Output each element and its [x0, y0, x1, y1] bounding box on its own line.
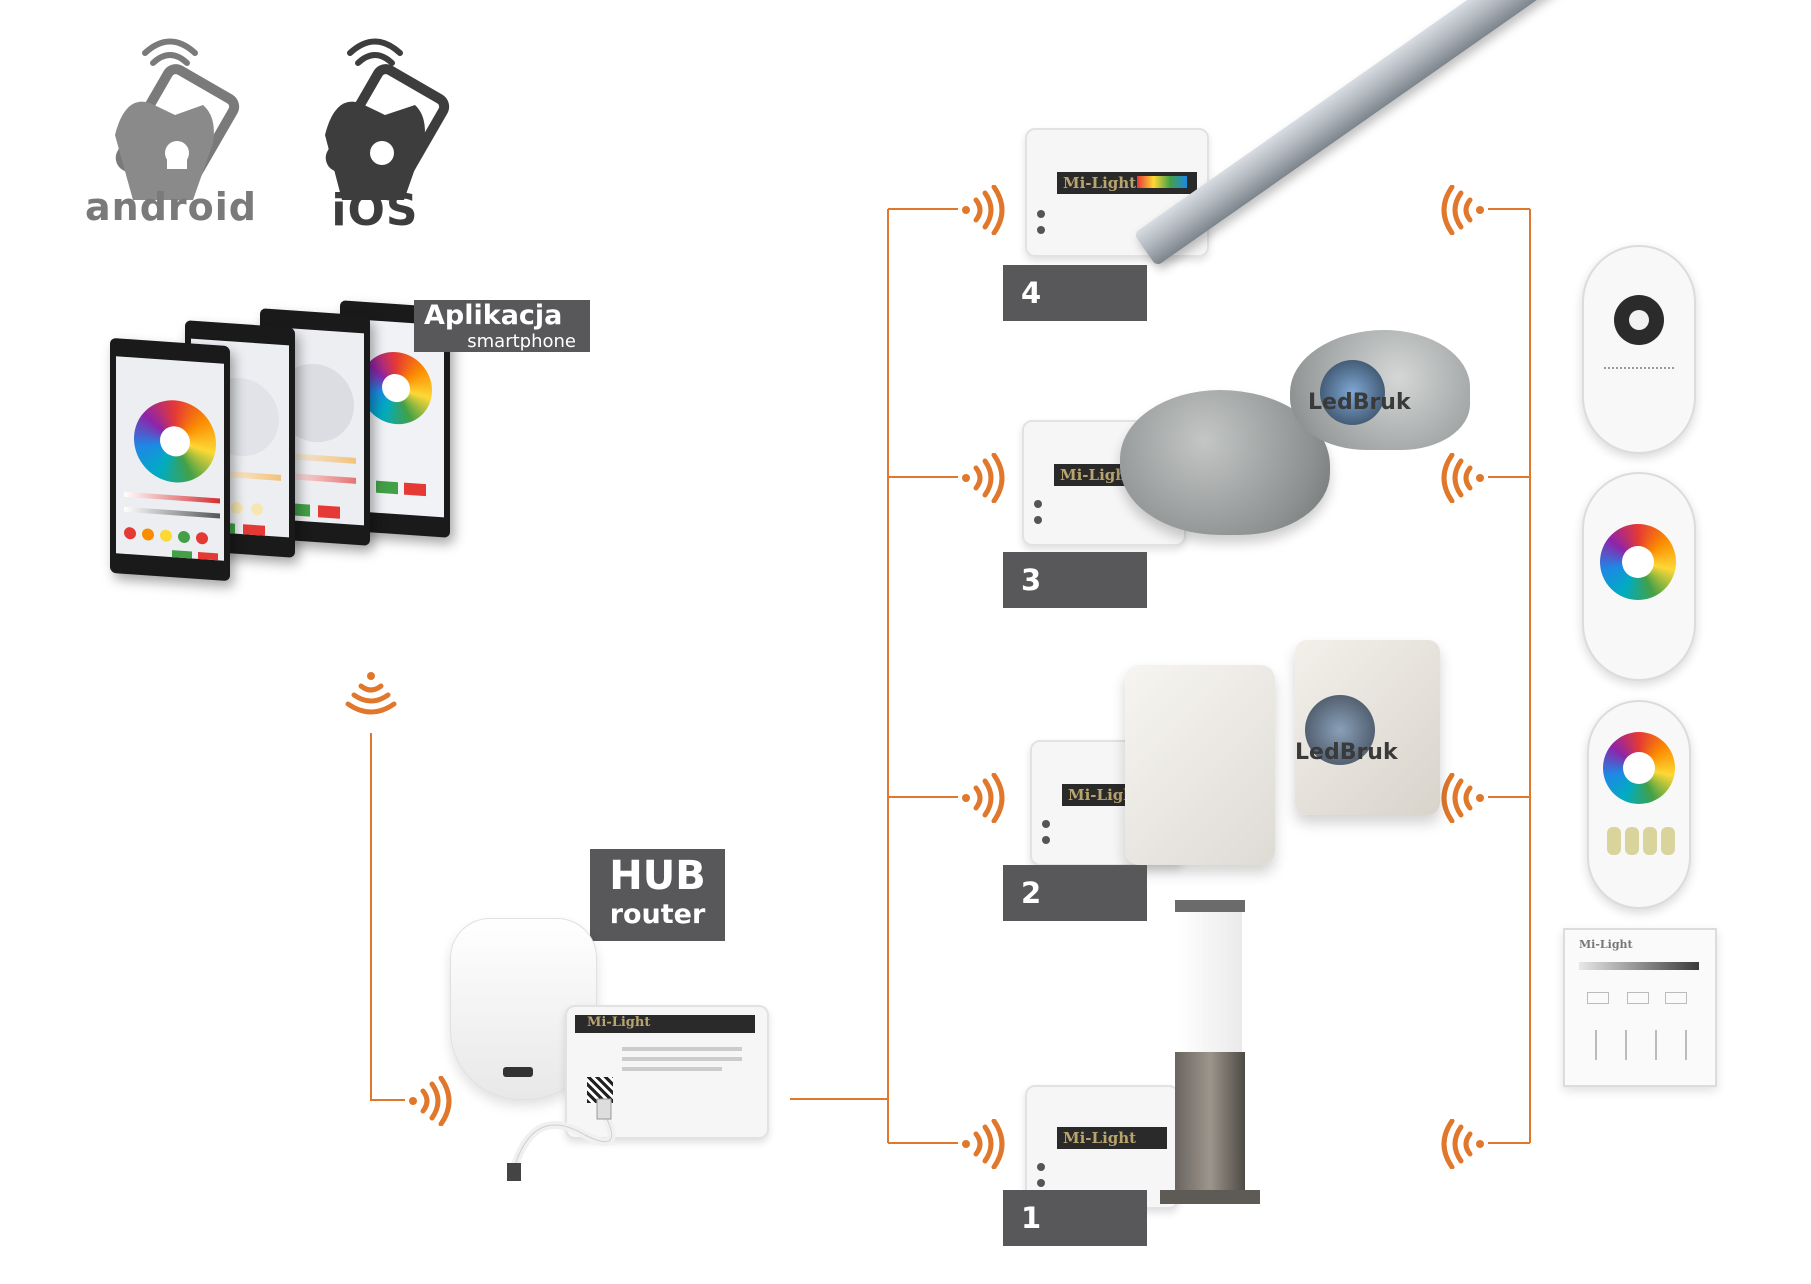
wifi-signal-icon	[409, 1076, 452, 1126]
hub-brand-label: Mi-Light	[587, 1015, 651, 1030]
app-tag-subtitle: smartphone	[467, 331, 576, 352]
hub-tag: HUB router	[590, 849, 725, 941]
wifi-signal-icon	[962, 453, 1005, 503]
zone4-brand-label: Mi-Light	[1063, 174, 1137, 192]
zone1-tag: 1 strefa	[1003, 1190, 1147, 1279]
zone4-tag: 4 strefa	[1003, 265, 1147, 354]
ledbruk-logo-stone: LedBruk	[1308, 390, 1411, 415]
app-tag: Aplikacja smartphone	[414, 300, 590, 352]
zone2-tag: 2 strefa	[1003, 865, 1147, 954]
zone2-brand-label: Mi-Light	[1068, 786, 1142, 804]
led-cube-front	[1125, 665, 1275, 865]
android-hand-phone-icon	[115, 38, 240, 201]
android-label: android	[85, 185, 257, 229]
wifi-signal-icon	[345, 672, 397, 715]
wall-panel-remote: Mi-Light	[1563, 928, 1717, 1087]
wifi-signal-icon	[962, 185, 1005, 235]
remote-4zone-dimmer	[1582, 245, 1696, 454]
ledbruk-logo-cube: LedBruk	[1295, 740, 1398, 765]
hub-tag-title: HUB	[609, 853, 706, 899]
led-stone-small: LedBruk	[1290, 330, 1470, 450]
wifi-signal-icon	[1441, 453, 1484, 503]
ios-hand-phone-icon	[325, 38, 450, 201]
wifi-signal-icon	[962, 773, 1005, 823]
usb-cable-icon	[507, 1098, 616, 1181]
wall-panel-brand-label: Mi-Light	[1579, 938, 1633, 951]
app-tag-title: Aplikacja	[424, 300, 563, 331]
zone3-tag: 3 strefa	[1003, 552, 1147, 641]
zone1-controller: Mi-Light	[1025, 1085, 1179, 1209]
zone3-brand-label: Mi-Light	[1060, 466, 1134, 484]
wifi-signal-icon	[962, 1119, 1005, 1169]
wifi-signal-icon	[1441, 185, 1484, 235]
hub-tag-subtitle: router	[609, 899, 706, 930]
garden-post-lamp	[1160, 900, 1280, 1220]
ios-app-icon: iOS	[320, 25, 450, 255]
ios-label: iOS	[331, 185, 419, 236]
wifi-signal-icon	[1441, 1119, 1484, 1169]
remote-rgbw	[1582, 472, 1696, 681]
led-cube-back: LedBruk	[1295, 640, 1440, 815]
remote-rgbw-yellow-keys	[1587, 700, 1691, 909]
android-app-icon: android	[85, 25, 256, 255]
wifi-signal-icon	[1441, 773, 1484, 823]
wifi-ibox-controller: Mi-Light	[565, 1005, 769, 1139]
zone1-brand-label: Mi-Light	[1063, 1129, 1137, 1147]
